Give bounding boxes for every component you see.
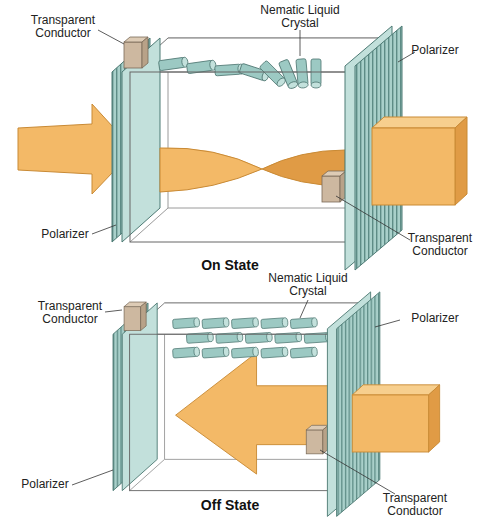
leader-line xyxy=(336,196,410,240)
transparent-conductor xyxy=(124,302,146,331)
transparent-conductor xyxy=(124,37,148,68)
liquid-crystal-molecule xyxy=(296,59,308,89)
leader-line xyxy=(300,300,308,318)
liquid-crystal-molecule xyxy=(231,318,258,329)
liquid-crystal-molecule xyxy=(278,59,298,90)
transparent-conductor xyxy=(306,425,328,454)
leader-line xyxy=(320,450,395,494)
part-label: Transparent Conductor xyxy=(18,14,108,40)
part-label: Nematic Liquid Crystal xyxy=(268,272,348,298)
outgoing-light-block xyxy=(372,128,455,205)
part-label: Nematic Liquid Crystal xyxy=(260,4,340,30)
leader-line xyxy=(92,225,116,234)
off-state-panel xyxy=(113,292,440,516)
liquid-crystal-molecule xyxy=(202,318,229,329)
liquid-crystal-molecule xyxy=(202,347,229,358)
part-label: Polarizer xyxy=(30,228,100,241)
liquid-crystal-molecule xyxy=(261,347,288,358)
outgoing-light-block xyxy=(455,117,467,205)
leader-line xyxy=(300,30,301,56)
incoming-light-block xyxy=(352,395,428,452)
transparent-conductor xyxy=(322,171,346,202)
liquid-crystal-molecule xyxy=(173,347,200,358)
state-caption: Off State xyxy=(180,497,280,513)
liquid-crystal-molecule xyxy=(158,57,188,71)
leader-line xyxy=(72,470,113,485)
leader-line xyxy=(105,310,122,312)
part-label: Polarizer xyxy=(5,478,85,491)
state-caption: On State xyxy=(180,257,280,273)
part-label: Transparent Conductor xyxy=(395,232,485,258)
cell-front-and-polarizer xyxy=(130,292,380,516)
leader-lines xyxy=(72,30,415,494)
liquid-crystal-molecule xyxy=(311,59,321,88)
incoming-light-block xyxy=(352,385,439,395)
incoming-light-block xyxy=(429,385,440,452)
outgoing-light-block xyxy=(372,117,467,128)
liquid-crystal-molecule xyxy=(261,318,288,329)
liquid-crystal-molecule xyxy=(290,318,317,329)
leader-line xyxy=(375,320,400,327)
liquid-crystal-molecule xyxy=(290,347,317,358)
part-label: Transparent Conductor xyxy=(370,492,460,518)
liquid-crystal-molecule xyxy=(173,318,200,329)
part-label: Transparent Conductor xyxy=(30,300,110,326)
leader-line xyxy=(98,30,124,44)
cell-front-and-polarizer xyxy=(130,26,402,270)
liquid-crystal-molecule xyxy=(231,347,258,358)
part-label: Polarizer xyxy=(395,312,475,325)
on-state-panel xyxy=(18,26,467,270)
twisted-light-ribbon xyxy=(160,148,262,192)
part-label: Polarizer xyxy=(400,44,470,57)
